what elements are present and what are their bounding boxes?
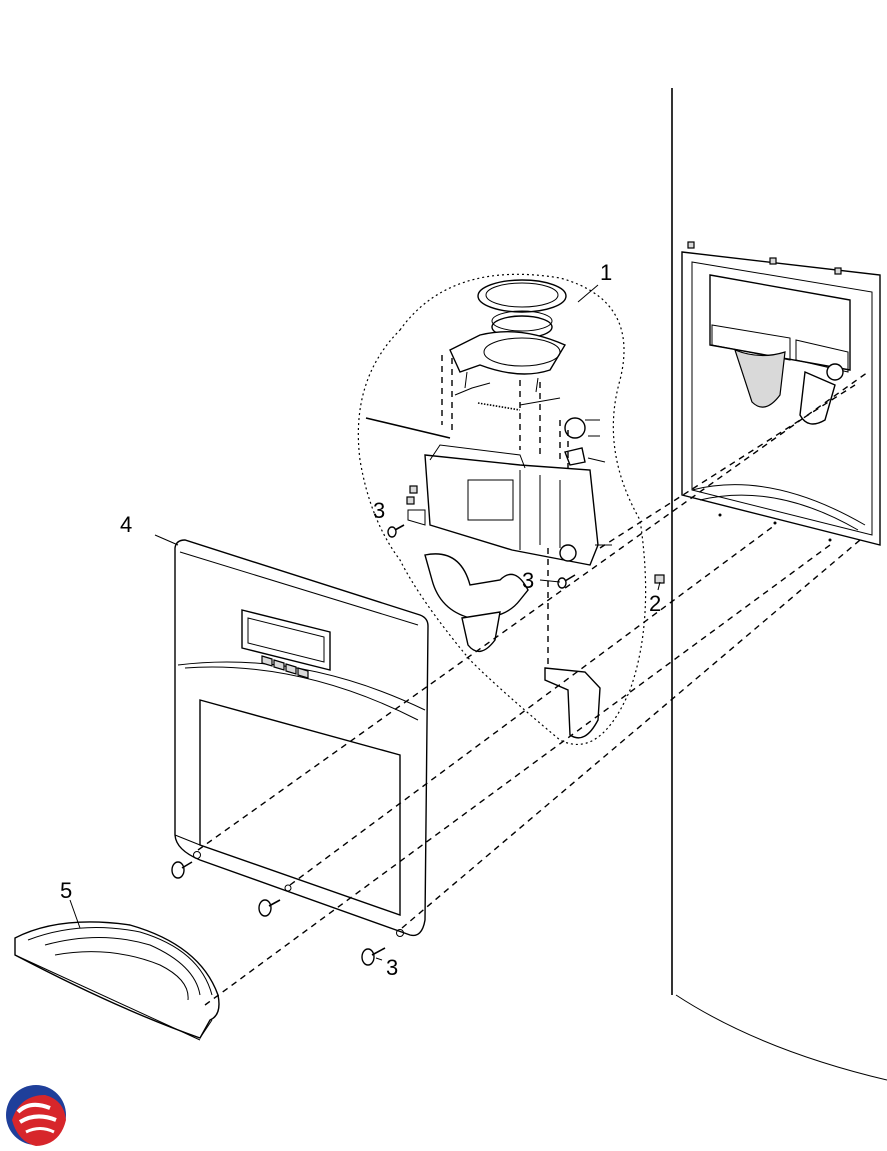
- callout-5: 5: [60, 878, 72, 903]
- callout-3-chute: 3: [522, 568, 534, 593]
- screw: [361, 947, 386, 966]
- callout-3-panel: 3: [386, 955, 398, 980]
- callout-2: 2: [649, 591, 661, 616]
- alignment-lines: [197, 371, 869, 1006]
- clip: [654, 574, 665, 584]
- screw: [258, 899, 281, 917]
- callout-leaders: [69, 284, 661, 961]
- dispenser-assembly: [365, 279, 612, 739]
- screw: [557, 574, 576, 589]
- dispenser-cover-panel: [174, 539, 429, 937]
- refrigerator-door: [671, 88, 887, 1081]
- callout-1: 1: [600, 260, 612, 285]
- brand-logo: [6, 1085, 66, 1146]
- drip-tray: [14, 921, 220, 1041]
- screw: [171, 861, 193, 879]
- assembly-boundary: [357, 273, 647, 745]
- screw: [387, 524, 405, 538]
- callout-3-housing: 3: [373, 498, 385, 523]
- callout-4: 4: [120, 512, 132, 537]
